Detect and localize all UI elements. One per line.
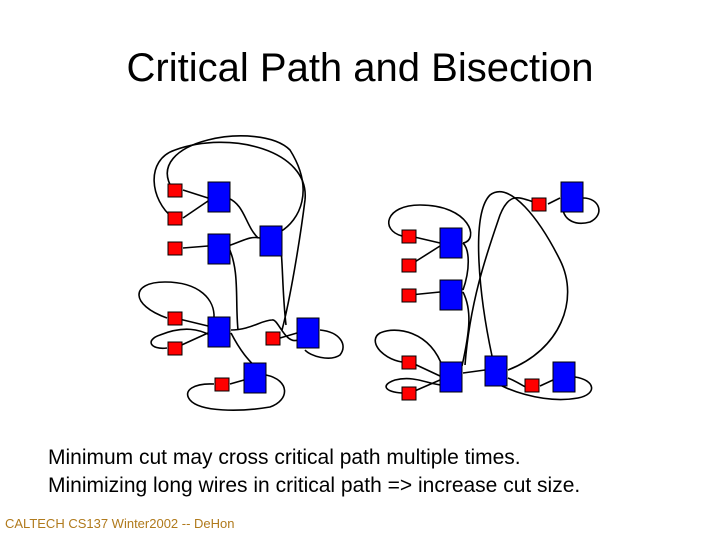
logic-block	[439, 279, 463, 311]
logic-block	[439, 227, 463, 259]
input-node	[167, 311, 183, 326]
wire	[562, 197, 600, 225]
logic-block	[296, 317, 320, 349]
input-nodes	[167, 183, 547, 401]
wire	[374, 329, 444, 369]
logic-block	[207, 233, 231, 265]
wire	[150, 328, 211, 350]
wires	[138, 135, 600, 411]
logic-blocks	[207, 181, 584, 394]
wire	[182, 189, 209, 199]
input-node	[401, 386, 417, 401]
wire	[227, 197, 259, 239]
wire	[227, 245, 239, 331]
input-node	[401, 355, 417, 370]
wire	[153, 141, 306, 331]
input-node	[401, 258, 417, 273]
wire	[138, 281, 215, 319]
input-node	[531, 197, 547, 212]
logic-block	[259, 225, 283, 257]
wire	[464, 197, 541, 366]
wire	[182, 200, 209, 219]
logic-block	[560, 181, 584, 213]
wire	[304, 329, 344, 359]
wire	[462, 242, 470, 291]
input-node	[401, 288, 417, 303]
logic-block	[243, 362, 267, 394]
input-node	[265, 331, 281, 346]
logic-block	[484, 355, 508, 387]
input-node	[167, 241, 183, 256]
wire	[229, 379, 245, 385]
input-node	[167, 341, 183, 356]
wire	[387, 204, 472, 244]
wire	[461, 291, 470, 367]
logic-block	[207, 316, 231, 348]
wire	[230, 319, 299, 342]
caption-line: Minimum cut may cross critical path mult…	[48, 446, 521, 469]
wire	[182, 245, 209, 249]
wire	[186, 374, 286, 411]
input-node	[524, 378, 540, 393]
logic-block	[552, 361, 576, 393]
wire	[539, 379, 554, 387]
input-node	[167, 183, 183, 198]
wire	[477, 191, 569, 371]
caption: Minimum cut may cross critical path mult…	[48, 444, 580, 500]
wire	[385, 377, 443, 394]
logic-block	[207, 181, 231, 213]
wire	[227, 236, 261, 247]
wire	[462, 369, 486, 374]
slide-title: Critical Path and Bisection	[126, 46, 594, 90]
input-node	[214, 377, 230, 392]
footer: CALTECH CS137 Winter2002 -- DeHon	[5, 516, 235, 531]
logic-block	[439, 361, 463, 393]
wire	[547, 197, 561, 205]
wire	[166, 135, 304, 233]
caption-line: Minimizing long wires in critical path =…	[48, 474, 581, 497]
wire	[279, 332, 298, 339]
input-node	[167, 211, 183, 226]
input-node	[401, 229, 417, 244]
